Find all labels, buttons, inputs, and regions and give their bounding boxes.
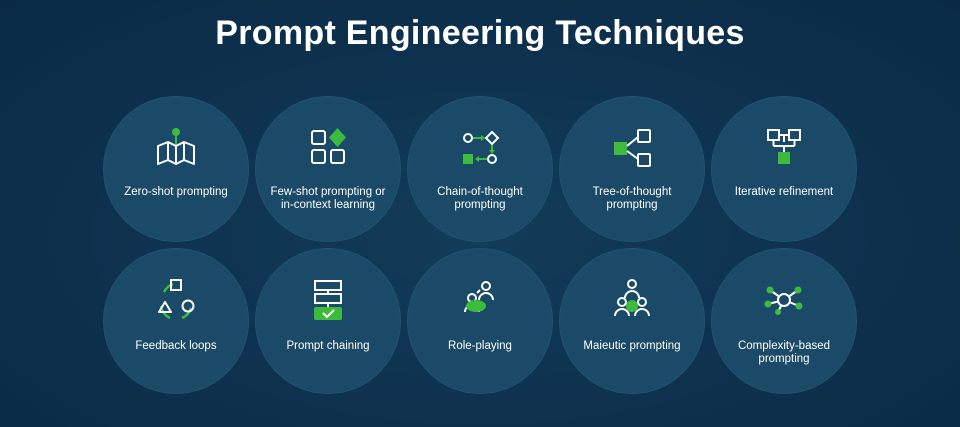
- hierarchy-icon: [754, 126, 814, 172]
- map-pin-icon: [146, 126, 206, 172]
- flow-arrows-icon: [450, 126, 510, 172]
- technique-label: Zero-shot prompting: [124, 186, 228, 198]
- technique-label: Feedback loops: [135, 340, 217, 352]
- technique-label: Tree-of-thought prompting: [592, 186, 672, 211]
- technique-card: Chain-of-thought prompting: [407, 96, 553, 242]
- technique-card: Tree-of-thought prompting: [559, 96, 705, 242]
- technique-card: Zero-shot prompting: [103, 96, 249, 242]
- technique-card: Few-shot prompting or in-context learnin…: [255, 96, 401, 242]
- technique-label: Maieutic prompting: [583, 340, 681, 352]
- technique-card: Iterative refinement: [711, 96, 857, 242]
- technique-label: Few-shot prompting or in-context learnin…: [270, 186, 386, 211]
- technique-label: Iterative refinement: [734, 186, 834, 198]
- technique-card: Role-playing: [407, 248, 553, 394]
- technique-label: Chain-of-thought prompting: [437, 186, 523, 211]
- group-people-icon: [602, 278, 662, 324]
- shapes-grid-icon: [298, 126, 358, 172]
- network-nodes-icon: [754, 278, 814, 324]
- technique-label: Role-playing: [448, 340, 512, 352]
- technique-card: Feedback loops: [103, 248, 249, 394]
- page-title: Prompt Engineering Techniques: [215, 14, 745, 52]
- technique-card: Prompt chaining: [255, 248, 401, 394]
- technique-card: Maieutic prompting: [559, 248, 705, 394]
- technique-label: Complexity-based prompting: [737, 340, 831, 365]
- cycle-shapes-icon: [146, 278, 206, 324]
- technique-label: Prompt chaining: [286, 340, 370, 352]
- tree-branch-icon: [602, 126, 662, 172]
- stacked-check-icon: [298, 278, 358, 324]
- people-chat-icon: [450, 278, 510, 324]
- technique-card: Complexity-based prompting: [711, 248, 857, 394]
